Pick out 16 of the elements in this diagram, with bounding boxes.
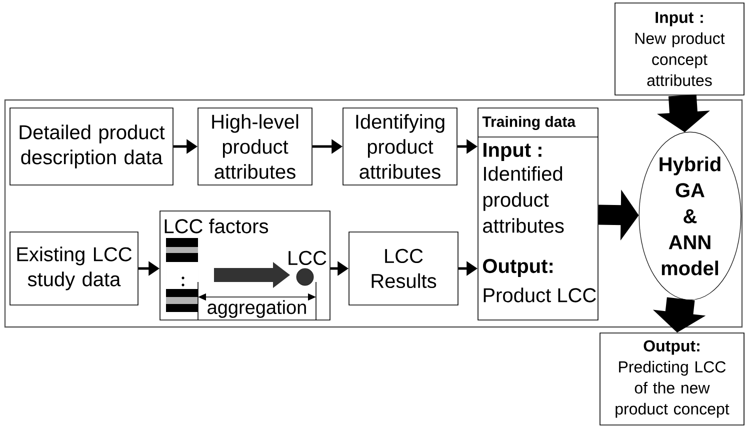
process-box: Existing LCC study data bbox=[10, 232, 138, 306]
box-heading: Training data bbox=[482, 116, 576, 130]
circle-label: LCC bbox=[288, 250, 326, 266]
frame-box bbox=[4, 99, 743, 328]
process-box: High-level product attributes bbox=[198, 108, 312, 186]
input-output-box: Input : New product concept attributes bbox=[614, 2, 744, 96]
output-heading: Output: bbox=[483, 258, 552, 278]
process-box: LCC Results bbox=[348, 232, 458, 306]
process-box: Detailed product description data bbox=[10, 108, 174, 186]
box-heading: LCC factors bbox=[164, 218, 268, 234]
body-text: Identified product attributes bbox=[483, 166, 564, 233]
dimension-label: aggregation bbox=[208, 300, 306, 318]
body-text: Product LCC bbox=[484, 288, 596, 302]
input-output-box: Output: Predicting LCC of the new product concept bbox=[600, 332, 744, 426]
process-box: Identifying product attributes bbox=[342, 108, 458, 186]
input-heading: Input : bbox=[484, 143, 542, 161]
